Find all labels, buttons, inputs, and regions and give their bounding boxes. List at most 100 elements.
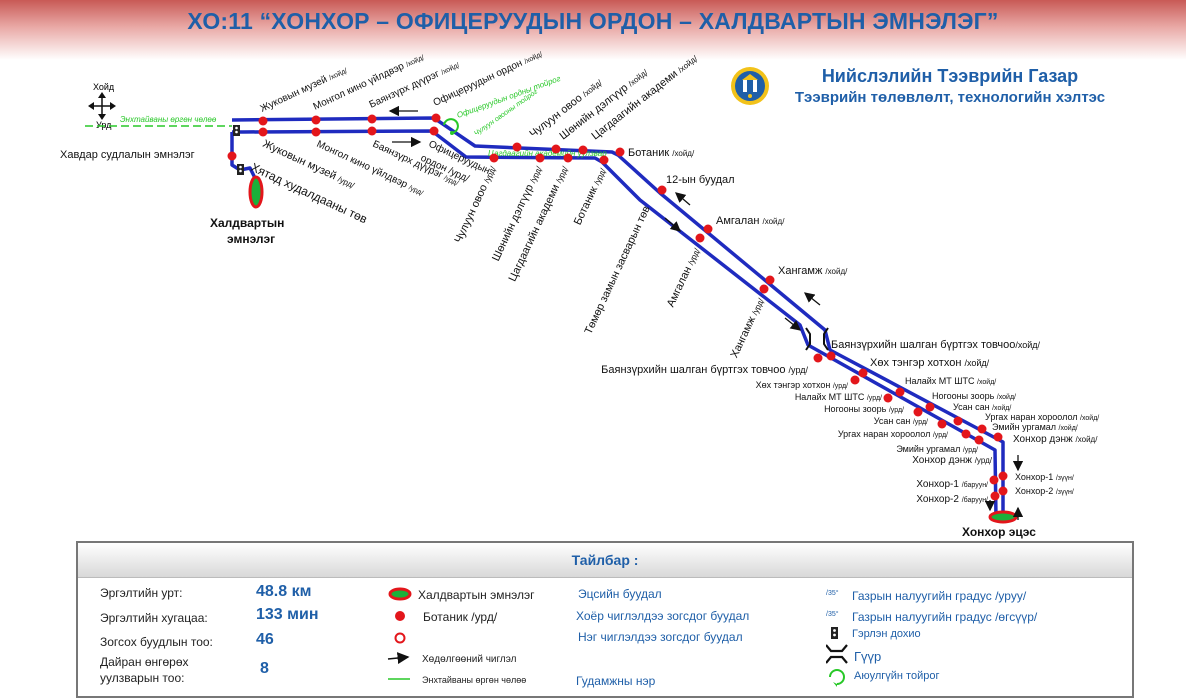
stop-dot[interactable] <box>961 429 971 439</box>
stop-dot[interactable] <box>657 185 667 195</box>
stop-label: Ботаник /хойд/ <box>628 147 695 159</box>
stop-dot[interactable] <box>429 126 439 136</box>
stop-dot[interactable] <box>913 407 923 417</box>
legend-header <box>78 543 1132 578</box>
stop-dot[interactable] <box>431 113 441 123</box>
stop-dot[interactable] <box>258 127 268 137</box>
upper-stops <box>258 113 1008 496</box>
stop-dot[interactable] <box>258 116 268 126</box>
stop-dot[interactable] <box>311 127 321 137</box>
stop-dot[interactable] <box>227 151 237 161</box>
stop-dot[interactable] <box>578 145 588 155</box>
organization-name: Нийслэлийн Тээврийн Газар <box>821 66 1079 86</box>
bridge-icon <box>805 327 829 351</box>
stop-label: Налайх МТ ШТС /урд/ <box>795 392 882 402</box>
stop-dot[interactable] <box>367 114 377 124</box>
stop-dot[interactable] <box>759 284 769 294</box>
stop-dot[interactable] <box>990 491 1000 501</box>
stop-label: Жуковын музей /хойд/ <box>259 65 349 115</box>
stop-label: Хөх тэнгэр хотхон /урд/ <box>756 380 848 390</box>
stop-label: Хонхор-2 /зүүн/ <box>1015 486 1074 496</box>
grade-small-1: /35° <box>826 590 839 597</box>
stop-dot[interactable] <box>977 424 987 434</box>
stop-dot[interactable] <box>489 153 499 163</box>
stop-label: Эмийн ургамал /хойд/ <box>992 422 1078 432</box>
stop-label: Ургах наран хороолол /урд/ <box>838 429 948 439</box>
terminal-start-label-1: Халдвартын <box>210 216 284 230</box>
stop-dot[interactable] <box>599 155 609 165</box>
stop-dot[interactable] <box>993 432 1003 442</box>
stop-dot[interactable] <box>695 233 705 243</box>
stop-dot[interactable] <box>925 402 935 412</box>
stop-label: Усан сан /хойд/ <box>953 402 1011 412</box>
stop-label: Усан сан /урд/ <box>874 416 928 426</box>
route-time-value: 133 мин <box>256 606 319 623</box>
stop-dot[interactable] <box>512 142 522 152</box>
intersections-label-2: уулзварын тоо: <box>100 671 185 685</box>
stop-label: Ургах наран хороолол /хойд/ <box>985 412 1099 422</box>
terminal-end-icon[interactable] <box>988 510 1018 524</box>
stop-dot[interactable] <box>998 486 1008 496</box>
compass-south-label: Урд <box>96 120 112 130</box>
route-length-label: Эргэлтийн урт: <box>100 586 183 600</box>
stop-dot[interactable] <box>858 368 868 378</box>
legend-symbols <box>387 587 412 680</box>
stop-label: Ботаник /урд/ <box>572 165 609 227</box>
legend-grade-down: Газрын налуугийн градус /өгсүүр/ <box>852 610 1038 624</box>
legend-panel: Тайлбар : Эргэлтийн урт: 48.8 км Эргэлти… <box>76 541 1134 698</box>
stop-label: Амгалан /урд/ <box>665 245 703 309</box>
street-label-enkhtaivan: Энхтайваны өргөн чөлөө <box>120 115 217 124</box>
legend-bridge: Гүүр <box>854 649 882 664</box>
stop-dot[interactable] <box>895 387 905 397</box>
header-band <box>0 0 1186 60</box>
stop-dot[interactable] <box>998 471 1008 481</box>
stop-dot[interactable] <box>813 353 823 363</box>
stop-dot[interactable] <box>883 393 893 403</box>
stop-dot[interactable] <box>551 144 561 154</box>
terminal-start-icon[interactable] <box>248 175 264 209</box>
stop-dot[interactable] <box>953 416 963 426</box>
direction-legend-icon <box>387 652 410 665</box>
legend-street: Гудамжны нэр <box>576 674 656 688</box>
stop-label: Хонхор-1 /баруун/ <box>916 479 988 490</box>
stops-count-value: 46 <box>256 631 274 648</box>
terminal-start-label-2: эмнэлэг <box>227 232 275 246</box>
one-way-stop-legend-icon <box>394 632 406 644</box>
legend-direction-label: Хөдөлгөөний чиглэл <box>422 654 517 665</box>
lower-stops <box>227 126 1000 501</box>
legend-grade-up: Газрын налуугийн градус /уруу/ <box>852 589 1027 603</box>
stop-dot[interactable] <box>703 224 713 234</box>
stop-dot[interactable] <box>615 147 625 157</box>
route-map[interactable]: Хойд Урд Энхтайваны өргөн чөлөө Халдварт… <box>0 0 1186 540</box>
direction-arrows <box>388 105 1024 520</box>
stop-label: Баянзүрхийн шалган бүртгэх товчоо/хойд/ <box>831 339 1041 351</box>
stop-dot[interactable] <box>989 475 999 485</box>
stop-label: Ногооны зоорь /урд/ <box>824 404 904 414</box>
stop-dot[interactable] <box>850 375 860 385</box>
legend-two-way: Хоёр чиглэлдээ зогсдог буудал <box>576 609 750 623</box>
stop-label: Хангамж /хойд/ <box>778 265 848 277</box>
stop-label: Эмийн ургамал /урд/ <box>896 444 978 454</box>
stop-dot[interactable] <box>311 115 321 125</box>
legend-green-line-label: Энхтайваны өргөн чөлөө <box>422 675 527 685</box>
organization-logo-icon <box>731 67 769 105</box>
intersections-value: 8 <box>260 660 269 677</box>
stop-dot[interactable] <box>937 419 947 429</box>
stop-dot[interactable] <box>563 153 573 163</box>
stop-dot[interactable] <box>826 351 836 361</box>
stop-dot[interactable] <box>367 126 377 136</box>
stop-label: Хонхор дэнж /хойд/ <box>1013 434 1098 445</box>
stop-label: Налайх МТ ШТС /хойд/ <box>905 376 996 386</box>
stop-dot[interactable] <box>535 153 545 163</box>
stop-label: Амгалан /хойд/ <box>716 215 785 227</box>
stop-label: 12-ын буудал <box>666 174 735 186</box>
stops-count-label: Зогсох буудлын тоо: <box>100 635 213 649</box>
traffic-light-icon <box>233 125 240 136</box>
legend-right-icons <box>826 627 848 687</box>
stop-dot[interactable] <box>974 435 984 445</box>
stop-dot[interactable] <box>765 275 775 285</box>
landmark-label: Төмөр замын засварын төв <box>583 204 653 336</box>
compass-north-label: Хойд <box>93 82 115 92</box>
route-length-value: 48.8 км <box>256 583 312 600</box>
legend-end-stop: Эцсийн буудал <box>578 587 662 601</box>
